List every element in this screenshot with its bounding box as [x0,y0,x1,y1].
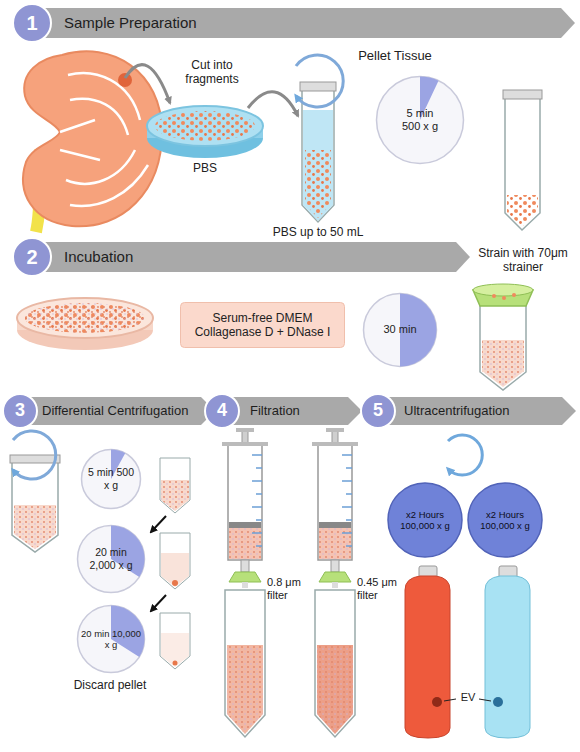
annotation-label: Discard pellet [60,678,160,692]
node-text: Serum-free DMEM Collagenase D + DNase I [188,311,338,340]
step-banner: Incubation [30,242,470,272]
step-arrow [151,516,166,532]
node-text: 5 min 500 x g [87,466,135,491]
callout-number: 2 [26,245,37,269]
transfer-arrow [248,92,298,116]
ultracentrifuge-tube [405,566,530,738]
centrifuge-tube [160,458,190,669]
annotation-label: 0.8 μm filter [267,576,313,602]
timer-circle: 20 min 10,000 x g [76,604,146,674]
node-text: 5 min 500 x g [396,107,444,133]
step-banner: Differential Centrifugation [18,397,215,425]
node-text: x2 Hours 100,000 x g [392,509,458,532]
callout-number: 5 [373,400,383,422]
petri-dish [147,106,263,158]
step-title: Ultracentrifugation [404,403,510,419]
step-number: 5 [360,393,396,429]
step-title: Incubation [64,248,133,266]
node-text: x2 Hours 100,000 x g [472,509,538,532]
step-number: 2 [12,237,52,277]
step-title: Differential Centrifugation [42,403,188,419]
annotation-label: Pellet Tissue [350,48,440,64]
kidney [23,51,162,232]
step-number: 1 [12,3,52,43]
rotation-arrow [448,435,482,475]
annotation-label: Strain with 70μm strainer [476,246,570,275]
timer-circle: 30 min [362,292,438,368]
node-text: 20 min 2,000 x g [83,546,139,571]
timer-circle: 20 min 2,000 x g [76,524,146,594]
node-text: 20 min 10,000 x g [80,628,142,651]
step-title: Sample Preparation [64,14,197,32]
callout-number: 3 [15,400,25,422]
callout-number: 1 [26,11,37,35]
leader-line [479,699,505,701]
leader-line [444,699,456,701]
cell-strainer-tube [473,284,533,390]
step-banner: Ultracentrifugation [378,397,576,425]
step-banner: Filtration [222,397,362,425]
annotation-label: PBS up to 50 mL [262,225,374,239]
centrifuge-tube [10,431,60,552]
annotation-label: PBS [185,161,225,175]
ultracentrifuge-circle: x2 Hours 100,000 x g [467,482,543,558]
node-text: 30 min [375,323,425,336]
transfer-arrow [125,65,170,103]
callout-number: 4 [217,400,227,422]
annotation-label: 0.45 μm filter [357,576,401,602]
ultracentrifuge-circle: x2 Hours 100,000 x g [387,482,463,558]
step-banner: Sample Preparation [30,8,575,38]
timer-circle: 5 min 500 x g [375,75,465,165]
syringe-filter [222,428,358,737]
step-title: Filtration [250,403,300,419]
medium-box: Serum-free DMEM Collagenase D + DNase I [180,302,345,348]
pellet-tube [503,90,542,230]
timer-circle: 5 min 500 x g [80,448,142,510]
step-arrow [151,595,166,611]
annotation-label: EV [456,691,480,704]
annotation-label: Cut into fragments [178,58,246,87]
step-number: 4 [204,393,240,429]
petri-dish [17,298,153,350]
step-number: 3 [2,393,38,429]
leader-line [479,699,491,701]
centrifuge-tube [296,55,343,222]
